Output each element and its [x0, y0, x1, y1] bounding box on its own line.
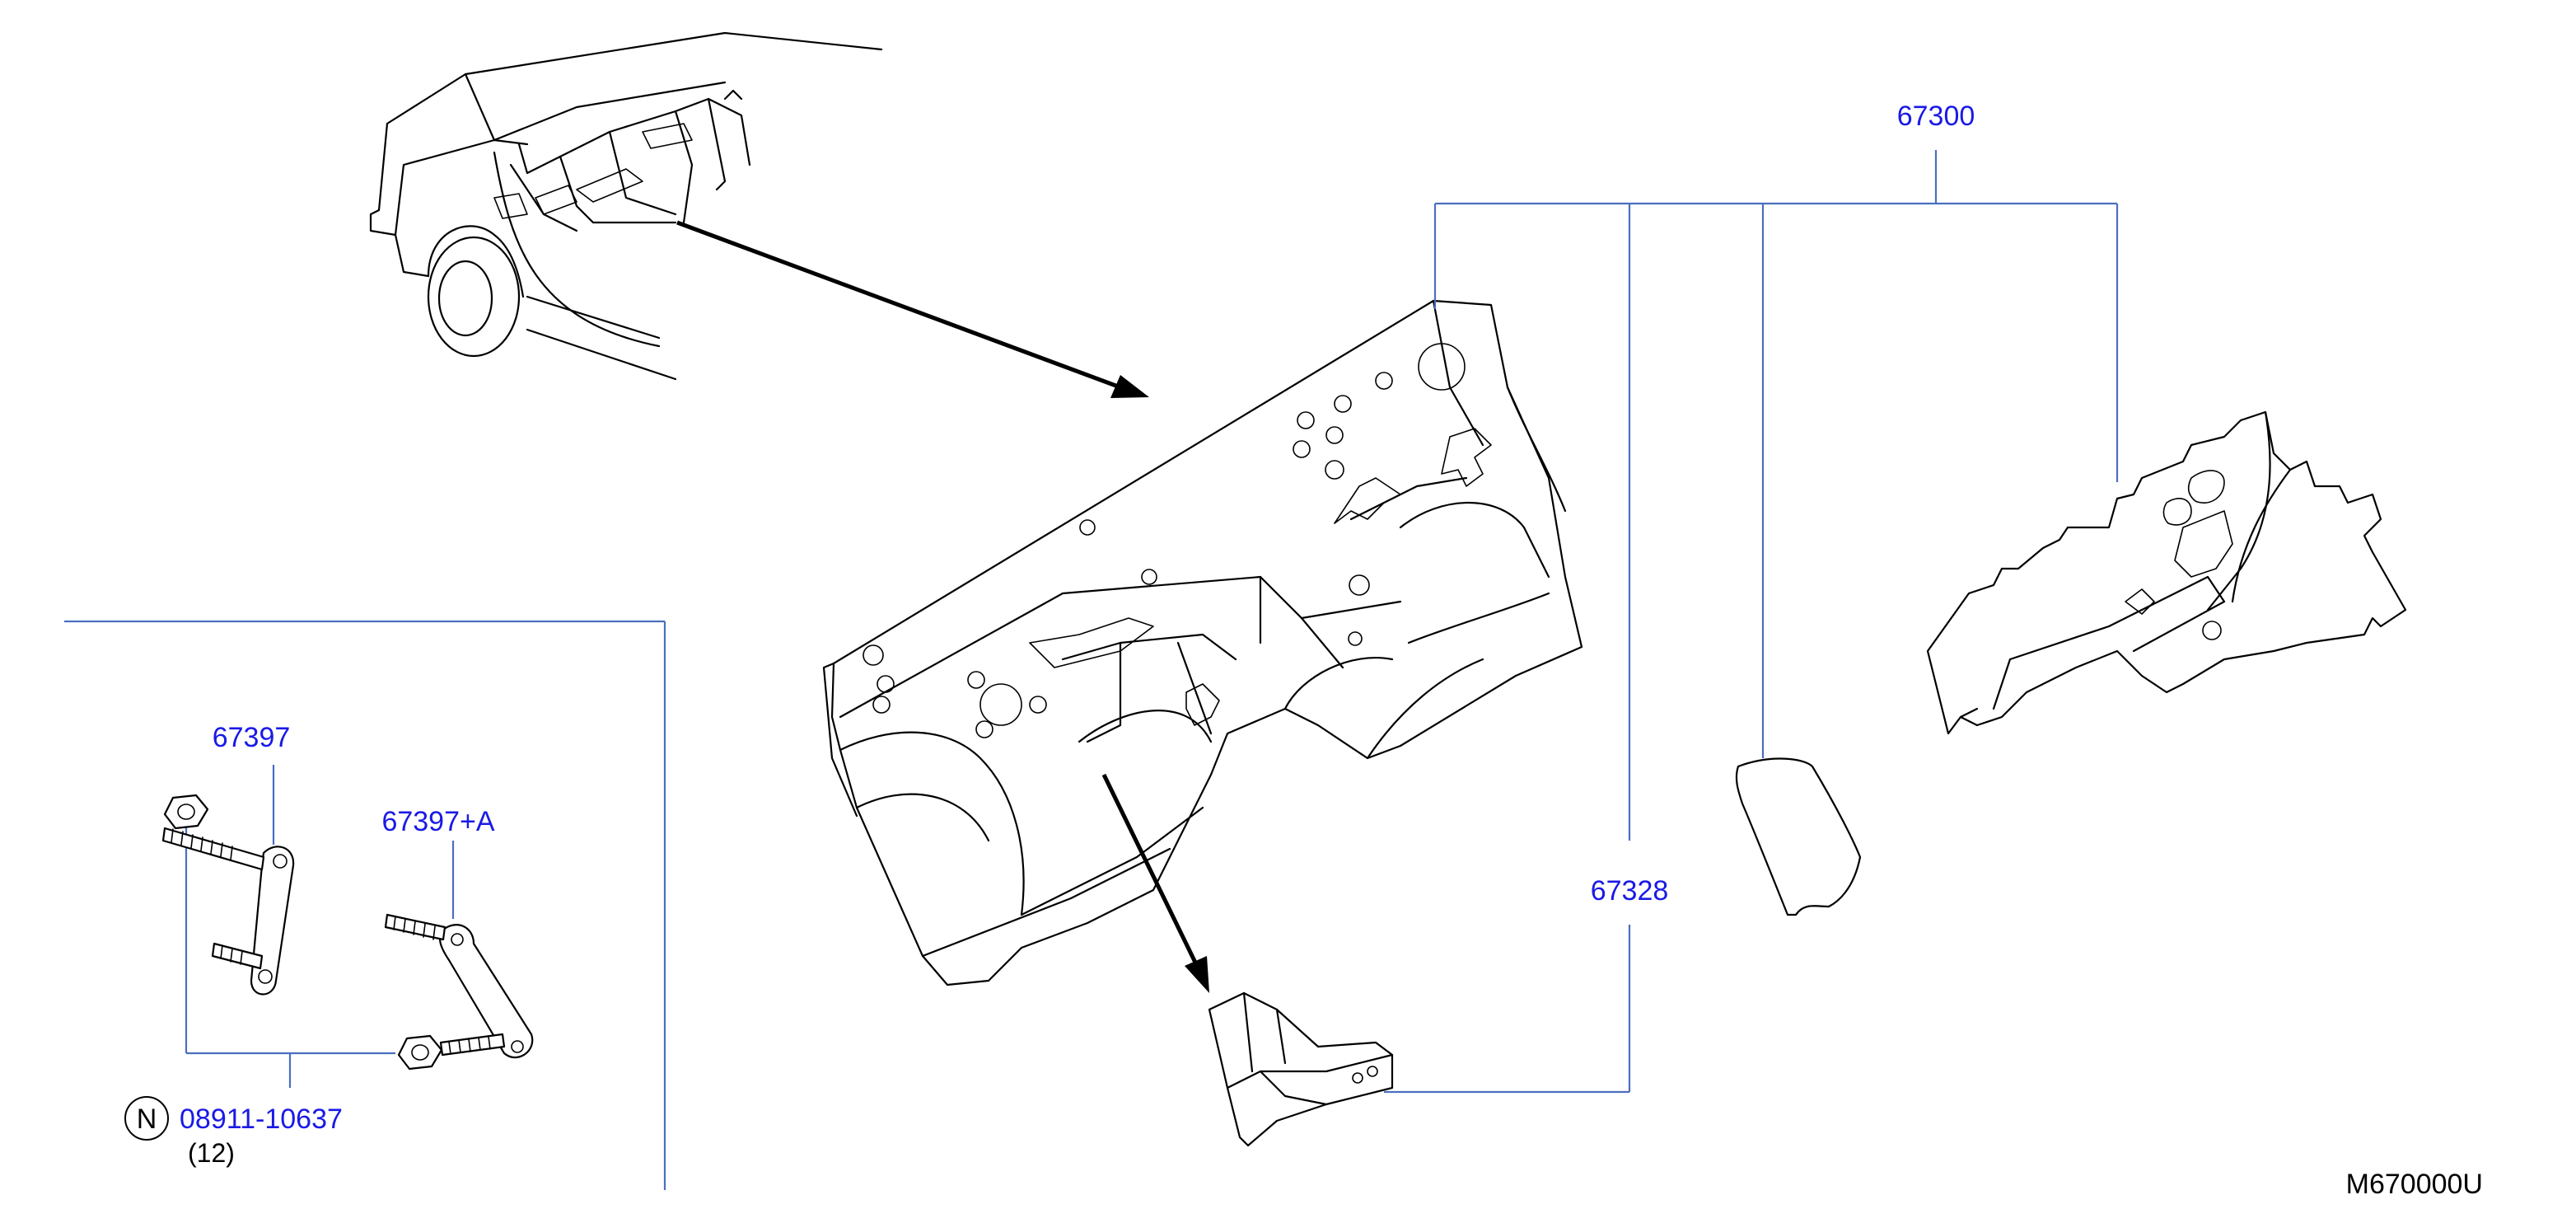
label-67397a: 67397+A — [381, 806, 494, 837]
insulator-pad — [1735, 757, 1862, 916]
dash-panel — [822, 299, 1583, 986]
nut-quantity: (12) — [188, 1138, 235, 1168]
clip-67397a-drawing — [384, 913, 534, 1059]
n-marker-icon — [124, 1096, 169, 1141]
bracket-arrow — [1101, 773, 1209, 993]
vehicle-illustration — [369, 31, 883, 381]
nut-bottom — [397, 1034, 443, 1071]
label-67328: 67328 — [1591, 875, 1669, 907]
label-67397: 67397 — [213, 722, 291, 753]
leader-lines — [64, 150, 2119, 1190]
diagram-id: M670000U — [2346, 1169, 2483, 1200]
nut-top — [163, 794, 209, 830]
location-arrow — [676, 220, 1149, 398]
label-67300: 67300 — [1897, 101, 1975, 132]
dash-insulator — [1926, 410, 2407, 735]
nut-callout: N 08911-10637 (12) — [124, 1096, 343, 1168]
clip-67397-drawing — [161, 827, 295, 996]
label-08911-10637: 08911-10637 — [180, 1104, 343, 1135]
insulator-bracket — [1208, 991, 1394, 1147]
n-marker-letter: N — [137, 1104, 157, 1135]
